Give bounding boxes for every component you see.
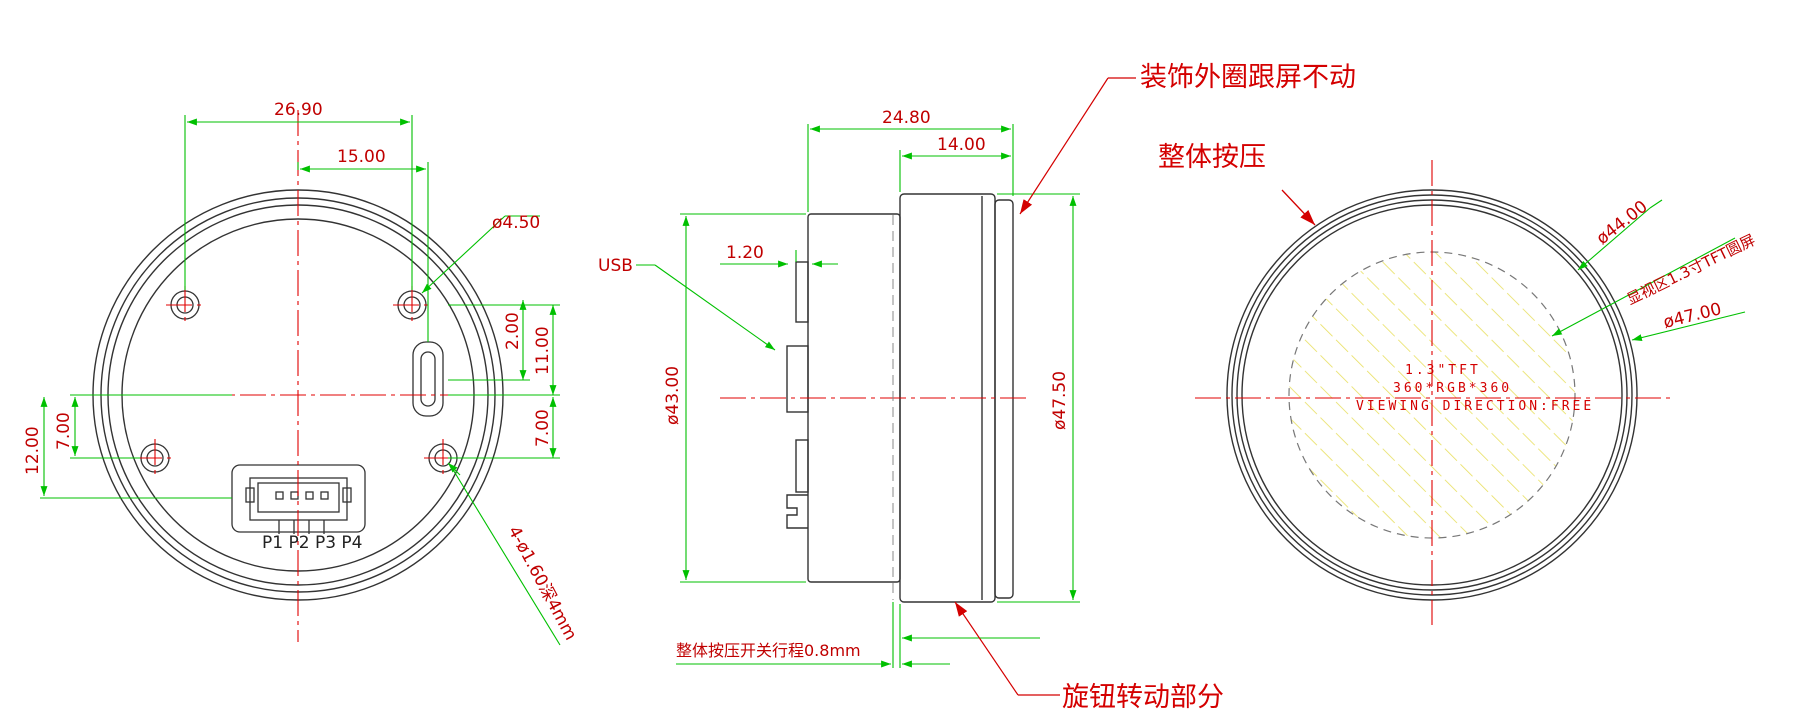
dim-holes-depth: 4-ø1.60深4mm [504, 523, 581, 644]
side-view: 24.80 14.00 1.20 ø43.00 ø47.50 USB 装饰外圈跟… [598, 62, 1356, 713]
dim-2-00: 2.00 [503, 312, 523, 350]
dim-dia-47: ø47.00 [1661, 299, 1723, 333]
tft-label-resolution: 360*RGB*360 [1393, 381, 1512, 396]
side-callouts [954, 77, 1136, 696]
dim-dia-43: ø43.00 [663, 366, 683, 425]
note-press-travel: 整体按压开关行程0.8mm [676, 641, 861, 660]
dim-11-00: 11.00 [533, 326, 553, 375]
dim-26-90: 26.90 [274, 100, 323, 120]
dim-12-00: 12.00 [23, 426, 43, 475]
label-usb: USB [598, 256, 633, 276]
side-dimensions [636, 124, 1080, 668]
tft-label-size: 1.3"TFT [1405, 363, 1481, 378]
top-dimensions [1551, 199, 1746, 341]
top-center-lines [1195, 160, 1670, 625]
dim-15-00: 15.00 [337, 147, 386, 167]
dim-24-80: 24.80 [882, 108, 931, 128]
tft-label-viewing-direction: VIEWING DIRECTION:FREE [1356, 399, 1594, 414]
callout-decorative-ring: 装饰外圈跟屏不动 [1140, 62, 1356, 93]
front-dimensions [40, 115, 561, 646]
callout-press-arrow [1281, 189, 1316, 226]
dim-7-00-left: 7.00 [54, 412, 74, 450]
dim-hole-diameter: ø4.50 [492, 213, 540, 233]
dim-1-20: 1.20 [726, 243, 764, 263]
top-view: 1.3"TFT 360*RGB*360 VIEWING DIRECTION:FR… [1158, 142, 1758, 625]
connector-pin-labels: P1 P2 P3 P4 [262, 533, 362, 553]
note-viewing-area: 显视区1.3寸TFT圆屏 [1624, 231, 1758, 309]
usb-port [412, 341, 444, 417]
dim-dia-47-5: ø47.50 [1050, 371, 1070, 430]
mounting-holes [140, 290, 458, 473]
dim-7-00-right: 7.00 [533, 409, 553, 447]
dim-14-00: 14.00 [937, 135, 986, 155]
front-view: P1 P2 P3 P4 [23, 100, 581, 646]
dim-dia-44: ø44.00 [1593, 197, 1652, 249]
callout-rotating-knob: 旋钮转动部分 [1062, 682, 1224, 713]
callout-whole-press: 整体按压 [1158, 142, 1266, 173]
